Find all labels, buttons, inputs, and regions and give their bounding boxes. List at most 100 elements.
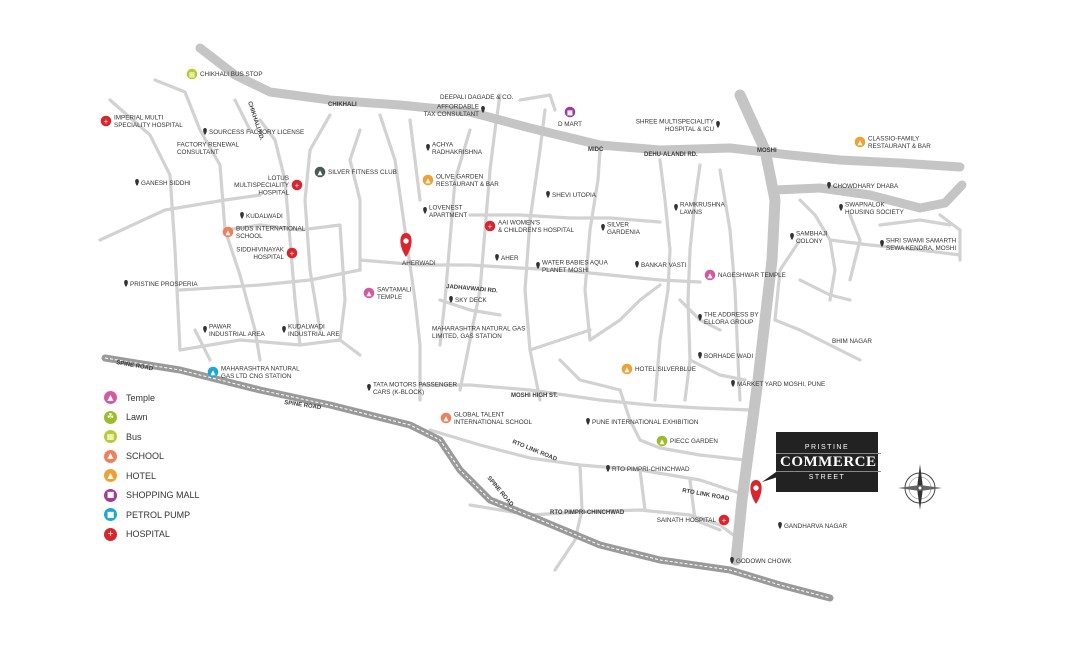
- brand-logo-box: PRISTINE COMMERCE STREET: [776, 432, 881, 492]
- place-nageshwar-temple[interactable]: ▲NAGESHWAR TEMPLE: [704, 269, 786, 281]
- place-godown-chowk[interactable]: GODOWN CHOWK: [730, 557, 792, 565]
- hotel-icon: [854, 136, 866, 148]
- place-shevi-utopia[interactable]: SHEVI UTOPIA: [546, 191, 597, 199]
- legend-label: Bus: [126, 431, 142, 442]
- brand-bottom-text: STREET: [808, 474, 846, 481]
- place-label: LOTUS: [268, 175, 289, 182]
- bus-icon: ▦: [104, 430, 117, 444]
- place-label: IMPERIAL MULTI: [114, 115, 164, 122]
- legend-item-lawn: ☘ Lawn: [104, 408, 244, 428]
- place-pune-international-exhibition[interactable]: PUNE INTERNATIONAL EXHIBITION: [586, 418, 699, 426]
- place-label: SAMBHAJI: [796, 231, 828, 238]
- place-label: SKY DECK: [455, 297, 488, 304]
- places-layer: ▦CHIKHALI BUS STOP+IMPERIAL MULTISPECIAL…: [100, 68, 957, 565]
- legend-label: SHOPPING MALL: [126, 490, 200, 501]
- place-kudalwadi[interactable]: KUDALWADI: [240, 212, 283, 220]
- place-rto-pimpri-chinchwad[interactable]: RTO PIMPRI-CHINCHWAD: [606, 465, 690, 473]
- location-pin-icon: [716, 121, 720, 128]
- place-aher[interactable]: AHER: [495, 254, 519, 262]
- place-chikhali-bus-stop[interactable]: ▦CHIKHALI BUS STOP: [186, 68, 263, 80]
- place-piecc-garden[interactable]: ▲ PIECC GARDEN: [656, 435, 719, 447]
- place-market-yard-moshi[interactable]: MARKET YARD MOSHI, PUNE: [731, 380, 825, 388]
- school-icon: [440, 412, 452, 424]
- spine-road-path: [101, 354, 834, 602]
- hotel-icon: [621, 363, 633, 375]
- place-sky-deck[interactable]: SKY DECK: [449, 296, 488, 304]
- place-label: PIECC GARDEN: [670, 438, 718, 445]
- gym-icon: [314, 166, 326, 178]
- legend-item-hotel: ▲ HOTEL: [104, 466, 244, 486]
- location-pin-icon: [586, 418, 590, 425]
- icon-glyph: ▲: [211, 368, 216, 376]
- compass-icon: [898, 464, 942, 510]
- place-bhim-nagar[interactable]: BHIM NAGAR: [832, 338, 872, 345]
- place-aherwadi[interactable]: AHERWADI: [402, 260, 436, 267]
- place-gandharva-nagar[interactable]: GANDHARVA NAGAR: [778, 522, 848, 530]
- minor-road-network: [98, 78, 962, 572]
- place-deepali-dagade[interactable]: DEEPALI DAGADE & CO.: [440, 94, 514, 101]
- legend-item-shopping-mall: ■ SHOPPING MALL: [104, 486, 244, 506]
- place-imperial-multi-speciality-hospital[interactable]: +IMPERIAL MULTISPECIALITY HOSPITAL: [100, 115, 184, 129]
- icon-glyph: ▲: [625, 365, 630, 373]
- icon-glyph: ▲: [858, 138, 863, 146]
- icon-glyph: +: [487, 222, 492, 230]
- place-chowdhary-dhaba[interactable]: CHOWDHARY DHABA: [827, 182, 899, 190]
- location-pin-icon: [124, 280, 128, 287]
- legend-label: HOTEL: [126, 470, 157, 481]
- location-pin-icon: [367, 384, 371, 391]
- hotel-icon: [422, 174, 434, 186]
- place-label: RTO PIMPRI-CHINCHWAD: [612, 466, 690, 473]
- legend-label: HOSPITAL: [126, 529, 170, 540]
- location-pin-icon: [778, 522, 782, 529]
- location-pin-icon: [449, 296, 453, 303]
- place-label: BHIM NAGAR: [832, 338, 872, 345]
- place-hotel-silverblue[interactable]: ▲HOTEL SILVERBLUE: [621, 363, 696, 375]
- place-label: CHIKHALI BUS STOP: [200, 71, 263, 78]
- place-pristine-prosperia[interactable]: PRISTINE PROSPERIA: [124, 280, 198, 288]
- place-label: D MART: [558, 121, 582, 128]
- project-location-pin[interactable]: [750, 480, 762, 504]
- place-aai-womens-hospital[interactable]: +AAI WOMEN'S& CHILDREN'S HOSPITAL: [484, 220, 575, 234]
- legend-item-temple: ▲ Temple: [104, 388, 244, 408]
- place-silver-fitness-club[interactable]: ▲SILVER FITNESS CLUB: [314, 166, 397, 178]
- brand-top-text: PRISTINE: [804, 444, 850, 451]
- place-borhade-wadi[interactable]: BORHADE WADI: [698, 352, 753, 360]
- location-pin-icon: [698, 314, 702, 321]
- place-d-mart[interactable]: ■D MART: [558, 106, 582, 128]
- place-bankar-vasti[interactable]: BANKAR VASTI: [635, 261, 687, 269]
- place-label: SCHOOL: [236, 233, 263, 240]
- icon-glyph: ▲: [660, 437, 665, 445]
- place-label: TAX CONSULTANT: [424, 111, 479, 118]
- place-ganesh-siddhi[interactable]: GANESH SIDDHI: [135, 179, 191, 187]
- place-sourcess-factory-license[interactable]: SOURCESS FACTORY LICENSE: [203, 128, 304, 136]
- hospital-cross-icon: +: [104, 527, 117, 541]
- aherwadi-location-pin[interactable]: [400, 233, 412, 257]
- place-sainath-hospital[interactable]: +SAINATH HOSPITAL: [657, 514, 730, 526]
- hospital-cross-icon: [100, 115, 112, 127]
- place-label: NAGESHWAR TEMPLE: [718, 272, 786, 279]
